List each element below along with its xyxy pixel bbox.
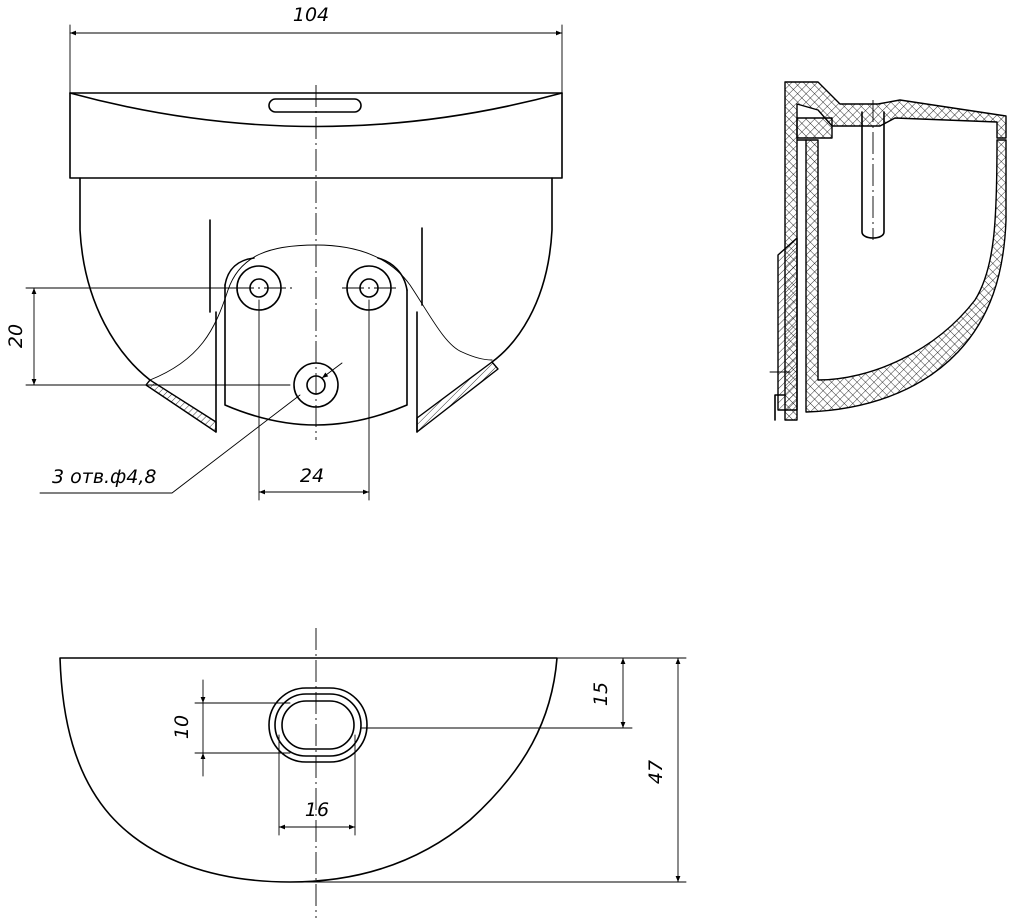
bottom-outline [59, 657, 558, 883]
front-bowl-left [79, 177, 151, 381]
front-left-cut-wall [145, 379, 217, 433]
front-bowl-right [491, 177, 553, 363]
callout-arrow [321, 362, 343, 379]
bottom-view: 10 16 15 47 [59, 628, 687, 918]
dim-slot-height-text: 10 [171, 715, 193, 739]
front-right-cut-wall [416, 361, 499, 433]
front-view: 104 20 24 3 отв.ф4,8 [5, 4, 563, 501]
section-bowl-wall [805, 139, 1007, 413]
section-mount-flange [777, 237, 798, 411]
dim-depth-text: 47 [645, 760, 667, 784]
front-plate-corner-left [224, 257, 255, 286]
dim-slot-offset-text: 15 [590, 682, 612, 706]
bottom-slot [268, 687, 368, 763]
callout-text: 3 отв.ф4,8 [52, 466, 157, 488]
front-plate-corner-right [377, 257, 408, 291]
front-top-slot [268, 98, 362, 113]
dim-width-text: 104 [293, 4, 329, 26]
section-clip [796, 117, 833, 139]
dim-slot-width-text: 16 [305, 799, 329, 821]
section-left-wall [784, 81, 1007, 421]
dim-height-text: 20 [5, 324, 27, 348]
dim-spacing-text: 24 [300, 465, 324, 487]
section-view [769, 81, 1007, 421]
callout-leader [39, 394, 301, 494]
front-profile-curve [149, 244, 493, 381]
